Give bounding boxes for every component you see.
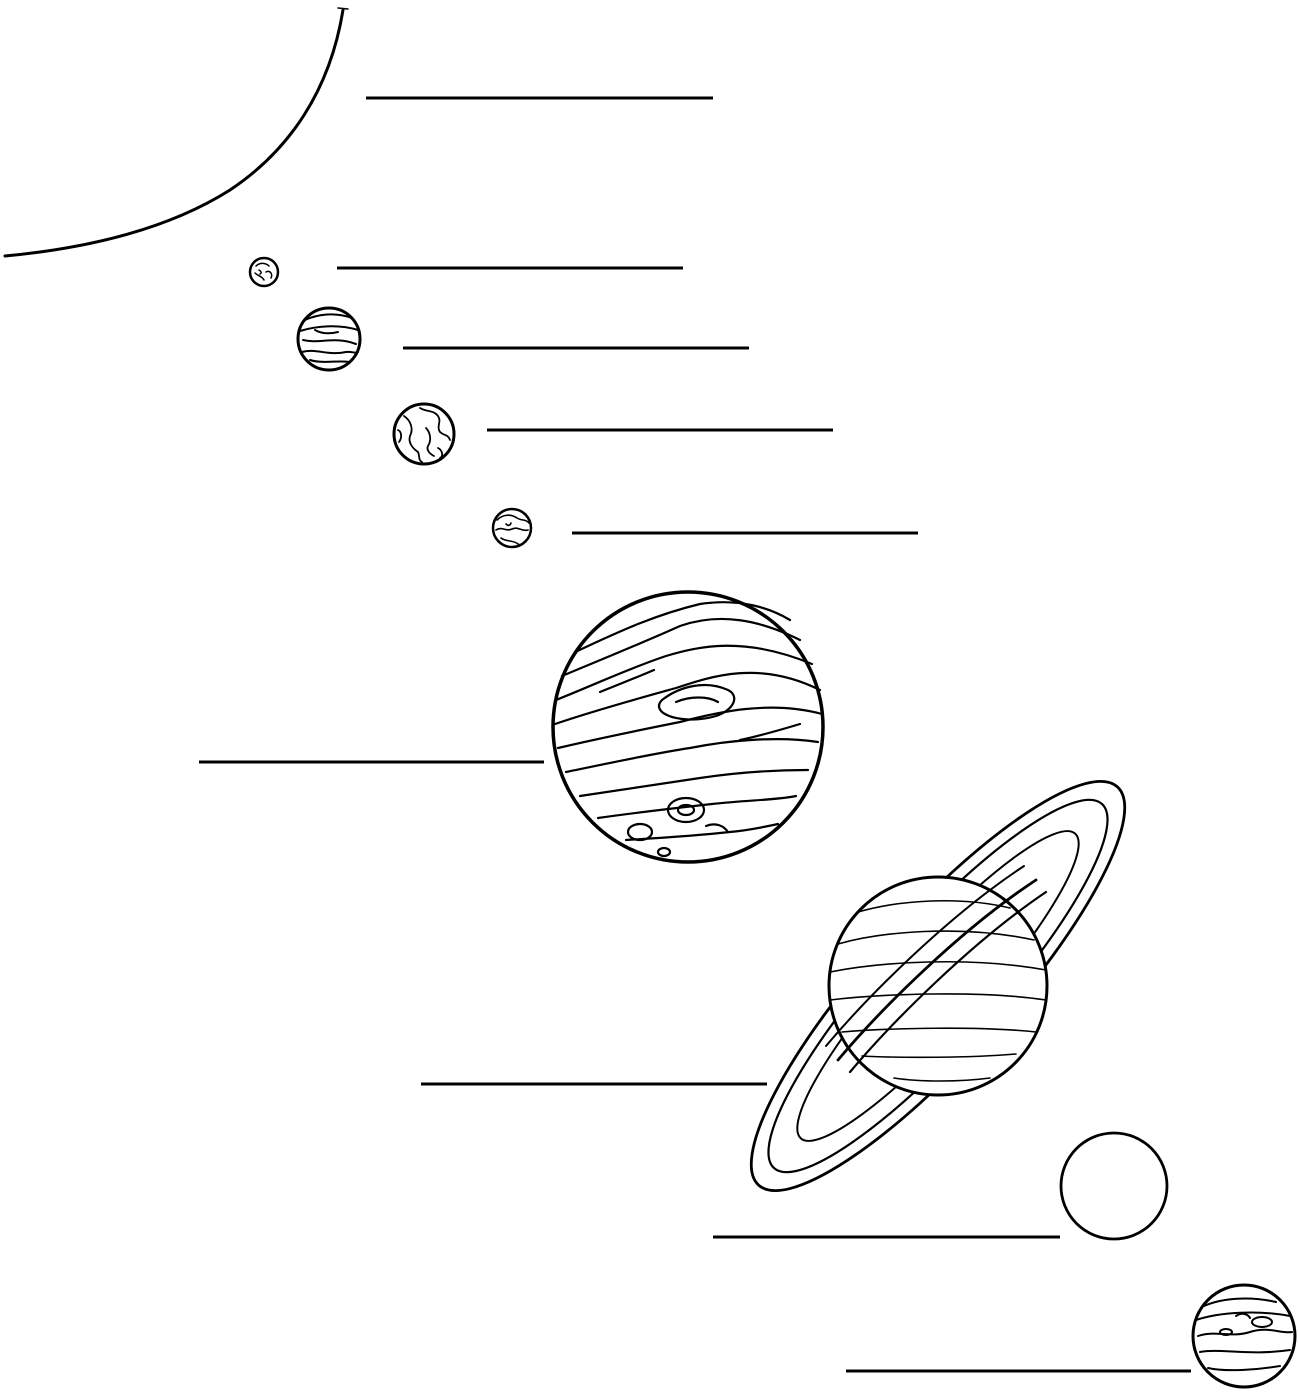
mars-illustration: [493, 509, 531, 547]
earth-illustration: [394, 404, 454, 464]
mercury-illustration: [250, 258, 278, 286]
neptune-illustration: [1193, 1285, 1295, 1387]
sun-illustration: [5, 8, 348, 256]
venus-illustration: [298, 308, 360, 370]
jupiter-illustration: [553, 592, 823, 862]
uranus-illustration: [1061, 1133, 1167, 1239]
